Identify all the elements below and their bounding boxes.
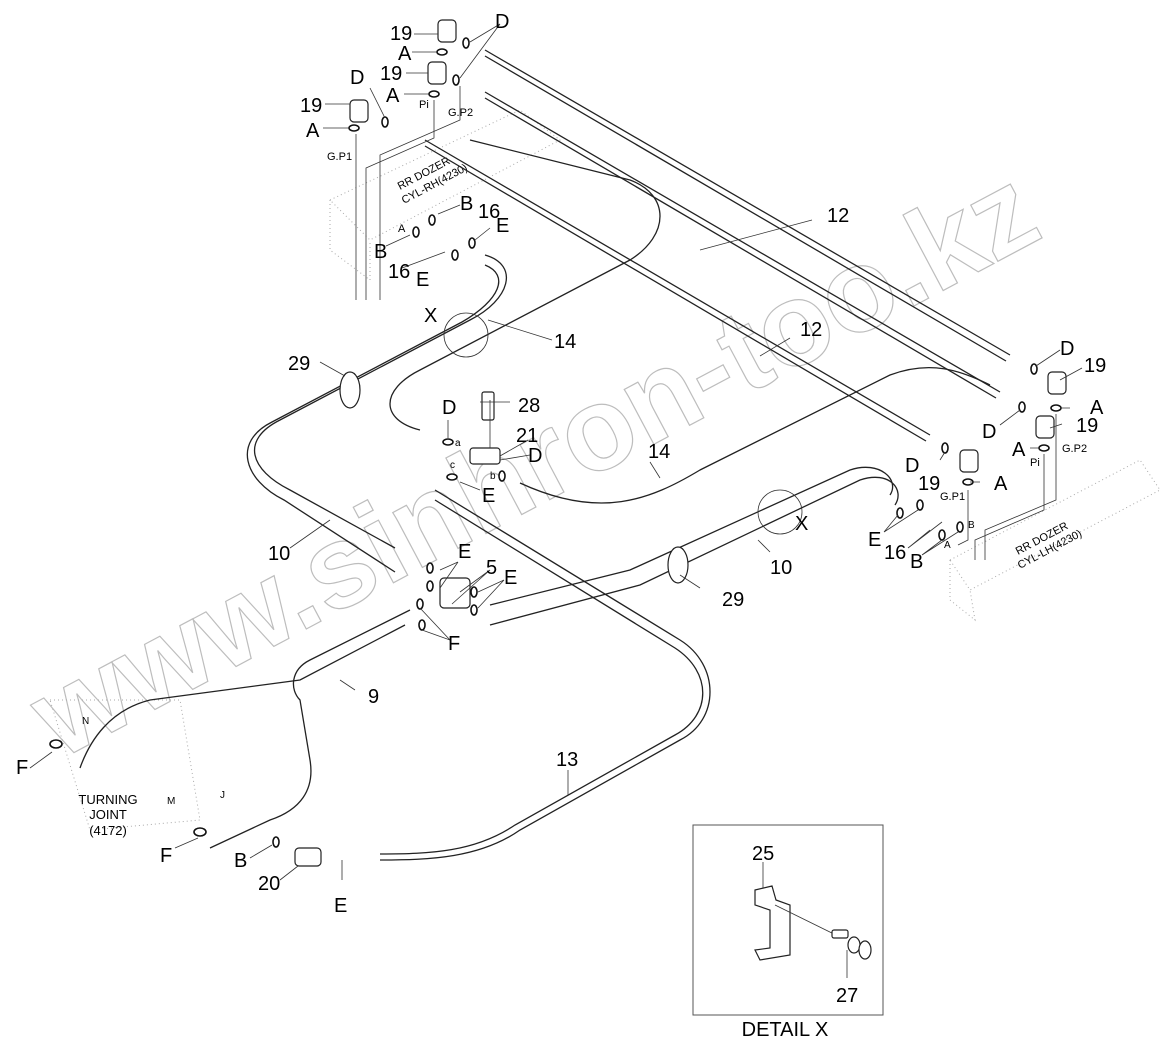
callout-d: D [528,445,542,467]
callout-19: 19 [380,63,402,85]
bolt-27 [831,929,872,960]
callout-28: 28 [518,395,540,417]
port-n-label: N [82,716,89,727]
callout-e: E [416,269,429,291]
callout-20: 20 [258,873,280,895]
callout-e: E [496,215,509,237]
port-a: A [398,223,406,235]
callout-e: E [504,567,517,589]
callout-9: 9 [368,686,379,708]
port-a-lower: a [455,438,461,449]
callout-f: F [16,757,28,779]
callout-e: E [334,895,347,917]
callout-14: 14 [554,331,576,353]
callout-14: 14 [648,441,670,463]
callout-19: 19 [300,95,322,117]
callout-d: D [495,11,509,33]
callout-b: B [234,850,247,872]
callout-b: B [460,193,473,215]
turning-joint: TURNING JOINT (4172) N M J [49,699,225,838]
callout-a: A [1090,397,1104,419]
clamp-bracket-25 [754,885,791,961]
callout-29: 29 [288,353,310,375]
callout-12: 12 [800,319,822,341]
leader-lines [29,23,1083,881]
port-j-label: J [220,790,225,801]
fitting-block-5 [439,577,471,609]
callout-19: 19 [1076,415,1098,437]
lh-cylinder: RR DOZER CYL-LH(4230) [949,459,1161,622]
callout-f: F [448,633,460,655]
callout-b: B [910,551,923,573]
clamp-29-left [339,371,361,409]
port-a: A [944,540,951,551]
port-gp1: G.P1 [327,151,352,163]
callout-19: 19 [918,473,940,495]
callout-x: X [424,305,437,327]
callout-e: E [482,485,495,507]
callout-16: 16 [884,542,906,564]
port-m-label: M [167,796,175,807]
callout-f: F [160,845,172,867]
callout-a: A [386,85,400,107]
callout-12: 12 [827,205,849,227]
o-rings [49,37,1062,848]
callout-b: B [374,241,387,263]
port-pi: Pi [1030,457,1040,469]
callout-27: 27 [836,985,858,1007]
clamp-29-right [667,546,689,584]
port-gp2: G.P2 [1062,443,1087,455]
callout-e: E [458,541,471,563]
callouts: 19 A 19 A 19 A D D G.P1 G.P2 Pi A B B 16… [16,11,1106,917]
port-c-lower: c [450,460,455,471]
detail-x-title: DETAIL X [742,1019,829,1041]
tee-fitting-21 [469,391,501,465]
port-gp2: G.P2 [448,107,473,119]
callout-a: A [994,473,1008,495]
turning-joint-label-2: JOINT [89,807,127,822]
detail-x: 25 27 DETAIL X [692,824,884,1041]
callout-d: D [1060,338,1074,360]
callout-d: D [350,67,364,89]
detail-x-marker-right [757,489,803,535]
detail-x-marker-left [443,312,489,358]
callout-d: D [442,397,456,419]
elbow-fitting-20 [294,847,322,867]
turning-joint-label-3: (4172) [89,823,127,838]
callout-a: A [398,43,412,65]
hose-10 [246,254,899,626]
callout-19: 19 [1084,355,1106,377]
hose-14 [389,139,991,504]
callout-16: 16 [388,261,410,283]
callout-x: X [795,513,808,535]
rh-cylinder: RR DOZER CYL-RH(4230) [329,109,561,281]
callout-d: D [982,421,996,443]
callout-13: 13 [556,749,578,771]
hose-13 [379,489,711,861]
callout-a: A [1012,439,1026,461]
callout-29: 29 [722,589,744,611]
callout-a: A [306,120,320,142]
port-gp1: G.P1 [940,491,965,503]
callout-10: 10 [770,557,792,579]
callout-25: 25 [752,843,774,865]
callout-21: 21 [516,425,538,447]
callout-10: 10 [268,543,290,565]
turning-joint-label-1: TURNING [78,792,137,807]
port-pi: Pi [419,99,429,111]
callout-d: D [905,455,919,477]
callout-e: E [868,529,881,551]
port-b: B [968,520,975,531]
callout-19: 19 [390,23,412,45]
callout-16: 16 [478,201,500,223]
callout-5: 5 [486,557,497,579]
port-b-lower: b [490,471,496,482]
hose-12 [424,49,1011,442]
hose-9 [79,609,411,849]
